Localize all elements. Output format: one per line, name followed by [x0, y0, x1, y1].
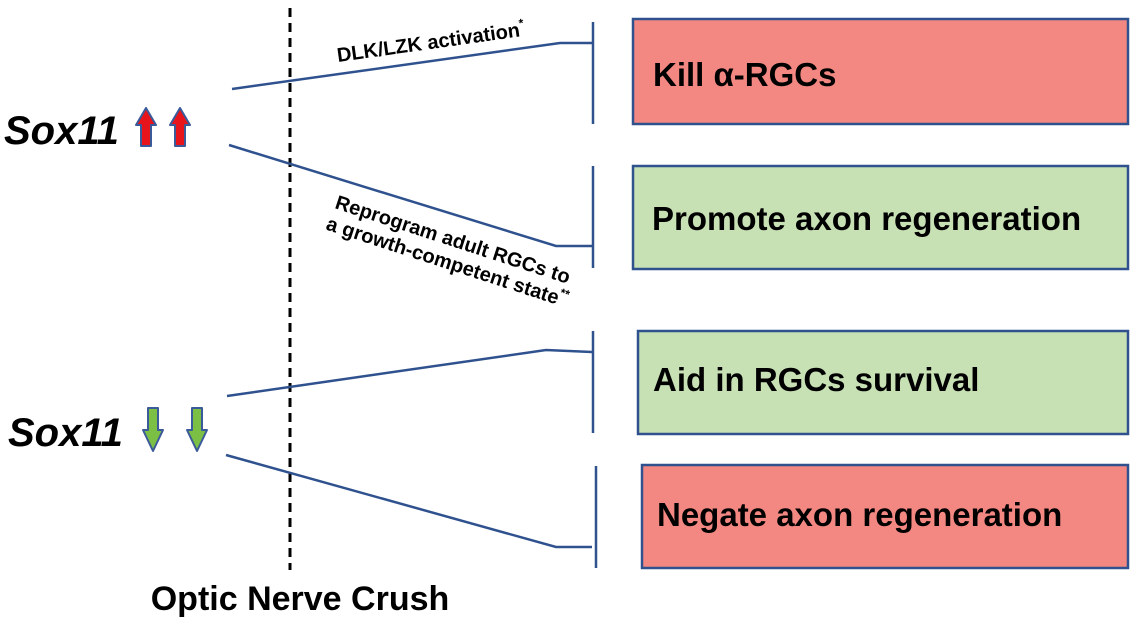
outcome-promote-label: Promote axon regeneration [652, 200, 1081, 237]
sox11-down-label: Sox11 [8, 411, 123, 455]
reprogram-label: Reprogram adult RGCs to a growth-compete… [323, 192, 572, 309]
optic-nerve-crush-label: Optic Nerve Crush [151, 580, 450, 618]
outcome-box-negate [640, 463, 1130, 570]
connector-aid [226, 348, 593, 398]
connector-promote [228, 143, 592, 248]
dlk-lzk-label: DLK/LZK activation* [335, 16, 526, 67]
sox11-up-label: Sox11 [4, 109, 119, 153]
down-arrow-icon [142, 407, 164, 452]
up-arrow-icon [135, 107, 157, 147]
up-arrow-icon [169, 107, 191, 147]
outcome-negate-label: Negate axon regeneration [657, 496, 1062, 533]
down-arrow-icon [186, 407, 208, 452]
outcome-box-aid [636, 329, 1130, 436]
connector-kill [231, 41, 592, 91]
outcome-box-promote [631, 164, 1130, 271]
outcome-kill-label: Kill α-RGCs [653, 56, 836, 93]
outcome-aid-label: Aid in RGCs survival [653, 361, 979, 398]
outcome-box-kill [631, 17, 1130, 126]
connector-negate [225, 453, 592, 549]
